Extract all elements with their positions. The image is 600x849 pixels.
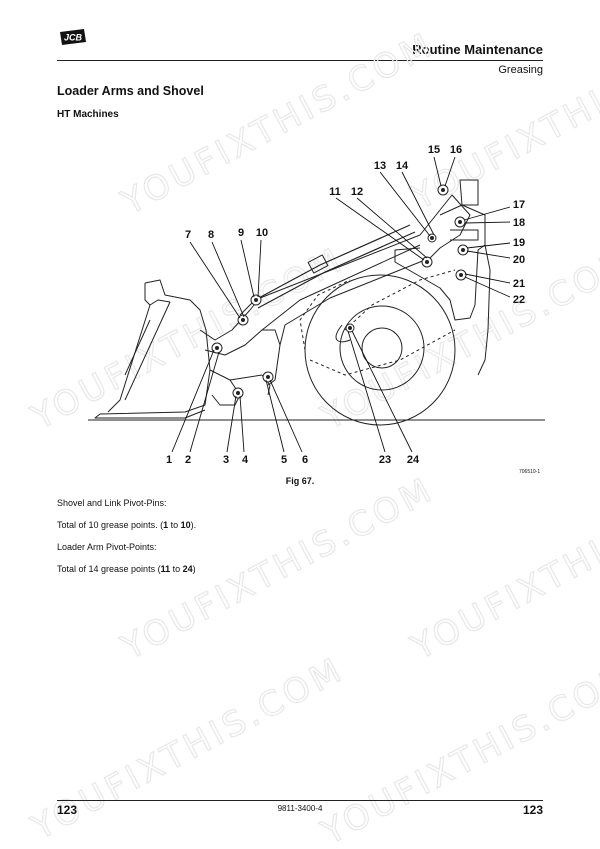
document-number: 9811-3400-4 [277, 804, 323, 813]
shovel-pivot-heading: Shovel and Link Pivot-Pins: [57, 498, 167, 508]
callout-23: 23 [379, 454, 391, 466]
header-subtitle: Greasing [498, 64, 543, 76]
svg-text:YOUFIXTHIS.COM: YOUFIXTHIS.COM [315, 240, 600, 439]
arm-pivot-heading: Loader Arm Pivot-Points: [57, 542, 157, 552]
svg-text:YOUFIXTHIS.COM: YOUFIXTHIS.COM [25, 650, 351, 849]
callout-10: 10 [256, 227, 268, 239]
svg-text:YOUFIXTHIS.COM: YOUFIXTHIS.COM [115, 25, 441, 224]
jcb-logo: JCB [60, 29, 86, 45]
callout-19: 19 [513, 237, 525, 249]
figure-id: 706510-1 [519, 469, 541, 475]
svg-text:JCB: JCB [64, 33, 83, 43]
callout-16: 16 [450, 144, 462, 156]
callout-22: 22 [513, 294, 525, 306]
callout-3: 3 [223, 454, 229, 466]
page-number-left: 123 [57, 803, 78, 817]
callout-5: 5 [281, 454, 287, 466]
callout-4: 4 [242, 454, 249, 466]
callout-20: 20 [513, 254, 525, 266]
header-divider [57, 60, 543, 61]
figure-caption: Fig 67. [285, 476, 315, 486]
callout-11: 11 [329, 186, 341, 198]
callout-2: 2 [185, 454, 191, 466]
header-title: Routine Maintenance [412, 42, 543, 57]
svg-text:YOUFIXTHIS.COM: YOUFIXTHIS.COM [315, 655, 600, 849]
section-title: Loader Arms and Shovel [57, 84, 204, 98]
svg-text:YOUFIXTHIS.COM: YOUFIXTHIS.COM [25, 240, 351, 439]
callout-15: 15 [428, 144, 440, 156]
callout-13: 13 [374, 160, 386, 172]
arm-grease-count: Total of 14 grease points (11 to 24) [57, 564, 196, 574]
page-number-right: 123 [522, 803, 543, 817]
callout-8: 8 [208, 229, 214, 241]
callout-24: 24 [407, 454, 420, 466]
watermark: YOUFIXTHIS.COM YOUFIXTHIS.COM YOUFIXTHIS… [24, 19, 600, 849]
callout-9: 9 [238, 227, 244, 239]
subsection-title: HT Machines [57, 109, 119, 120]
footer-divider [57, 800, 543, 801]
callout-7: 7 [185, 229, 191, 241]
shovel-grease-count: Total of 10 grease points. (1 to 10). [57, 520, 197, 530]
callout-6: 6 [302, 454, 308, 466]
callout-12: 12 [351, 186, 363, 198]
callout-18: 18 [513, 217, 525, 229]
callout-14: 14 [396, 160, 409, 172]
callout-21: 21 [513, 278, 525, 290]
callout-17: 17 [513, 199, 525, 211]
callout-1: 1 [166, 454, 172, 466]
